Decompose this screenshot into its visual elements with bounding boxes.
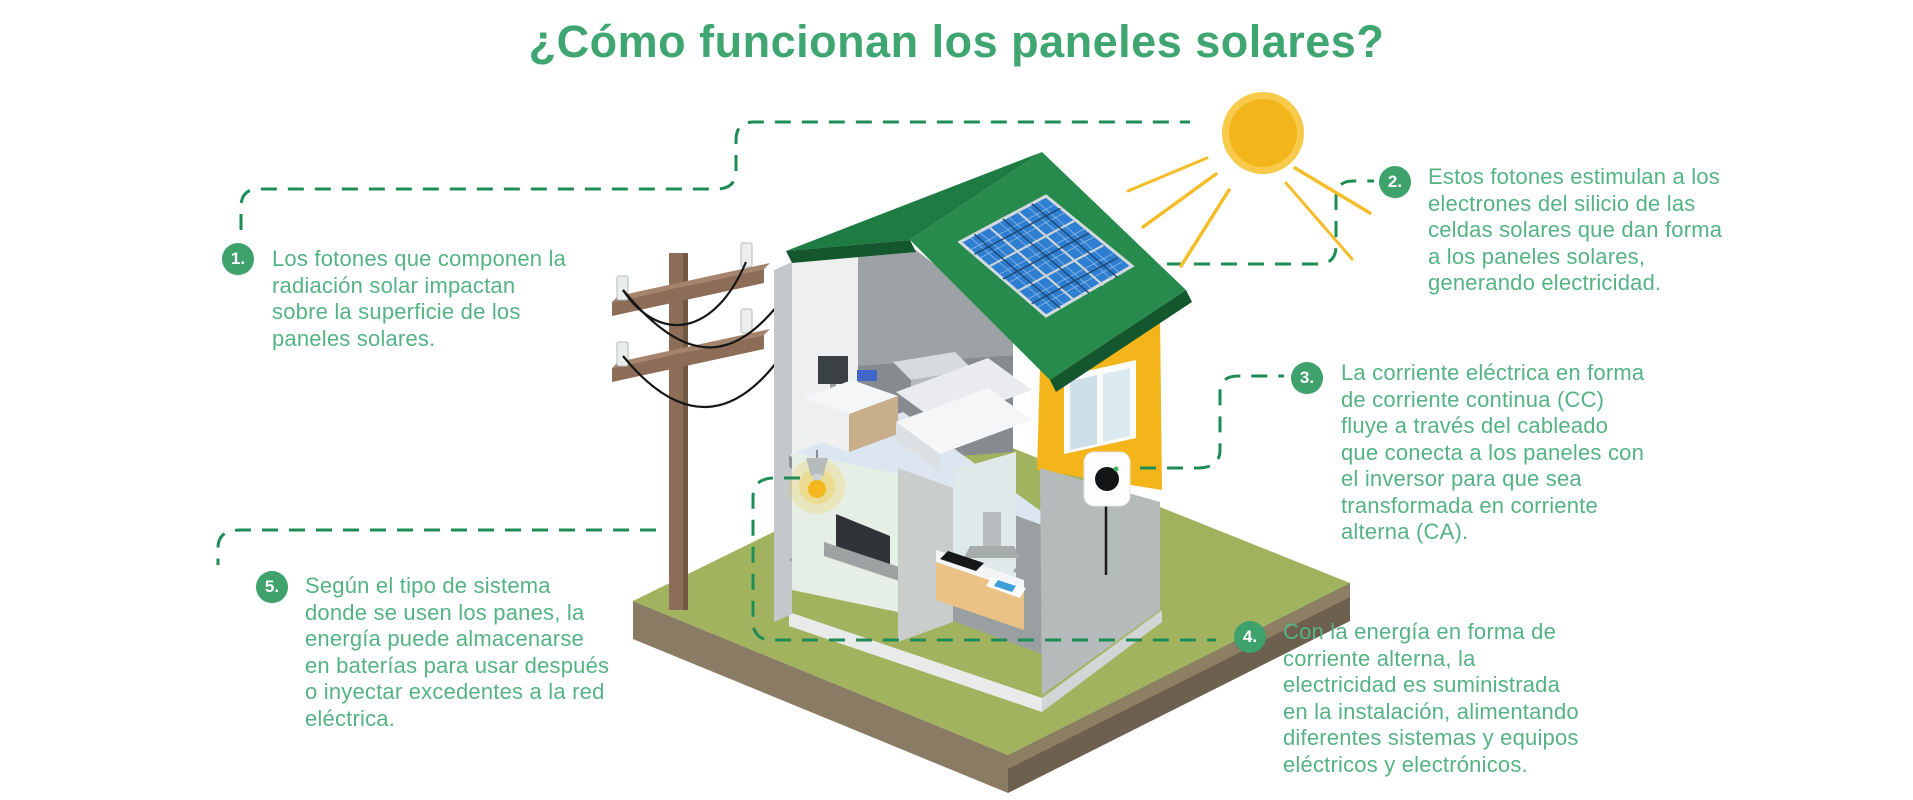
step-2-badge: 2. (1379, 166, 1411, 198)
utility-pole-icon (612, 242, 793, 610)
cooktop-icon (940, 551, 984, 571)
step-4-badge: 4. (1234, 621, 1266, 653)
range-hood-icon (983, 512, 1001, 548)
kitchen (936, 452, 1027, 630)
blue-book (857, 370, 877, 381)
sun-icon (1126, 92, 1372, 268)
connector-step-1 (239, 120, 1190, 230)
house-icon (774, 152, 1192, 712)
step-4-text: Con la energía en forma de corriente alt… (1283, 619, 1579, 777)
connector-step-3 (1140, 374, 1284, 470)
step-2-text: Estos fotones estimulan a los electrones… (1428, 164, 1723, 295)
step-5-text: Según el tipo de sistema donde se usen l… (305, 573, 610, 731)
step-1-badge: 1. (222, 243, 254, 275)
connector-step-5 (216, 528, 656, 565)
step-5-badge: 5. (256, 571, 288, 603)
connector-step-4 (751, 476, 1216, 642)
solar-panel-icon (957, 194, 1135, 318)
step-3-text: La corriente eléctrica en forma de corri… (1341, 360, 1645, 544)
page-title: ¿Cómo funcionan los paneles solares? (528, 16, 1385, 67)
desk (803, 356, 898, 452)
inverter-icon (1083, 451, 1131, 507)
ground-floor-right-wall (1040, 468, 1160, 695)
window (1064, 360, 1136, 454)
connector-step-2 (1167, 179, 1374, 266)
power-wires (622, 261, 793, 408)
tv-icon (836, 514, 890, 570)
sofa (896, 358, 1032, 472)
computer-monitor-icon (818, 356, 848, 384)
step-3-badge: 3. (1291, 362, 1323, 394)
step-1-text: Los fotones que componen la radiación so… (272, 246, 567, 351)
lamp-icon (789, 450, 845, 514)
